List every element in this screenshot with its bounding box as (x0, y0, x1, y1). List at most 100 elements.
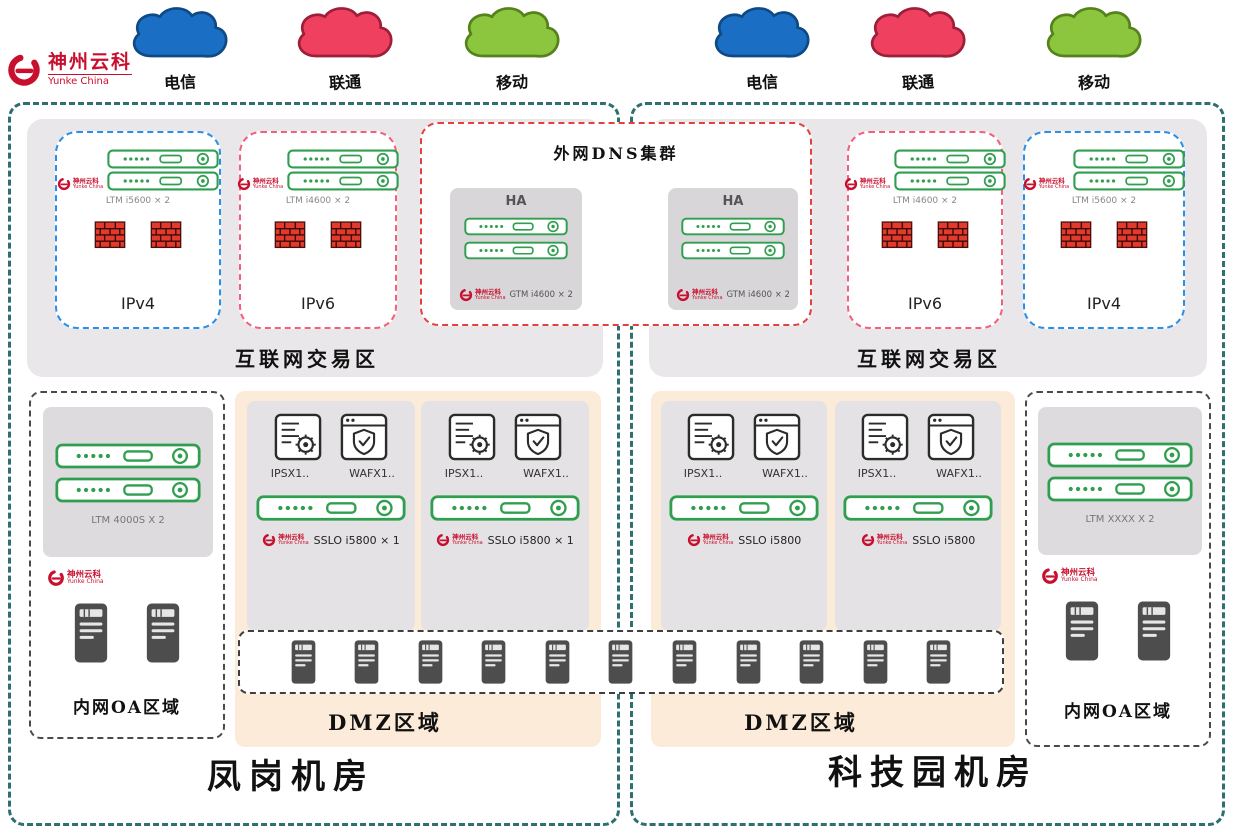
dns-cluster-title: 外网DNS集群 (553, 144, 679, 163)
cloud-icon (122, 4, 238, 66)
gtm-device-label: GTM i4600 × 2 (509, 290, 573, 300)
sslo-appliance-icon (669, 493, 819, 523)
cloud-icon (860, 4, 976, 66)
ltm-panel: LTM 4000S X 2 (43, 407, 213, 557)
sslo-appliance-icon (256, 493, 406, 523)
ips-label: IPSX1.. (683, 467, 723, 480)
site-label-fenggang: 凤岗机房 (207, 757, 375, 797)
server-pair (31, 601, 223, 665)
cloud-mobile-right: 移动 (1032, 4, 1156, 93)
yunke-swirl-icon (687, 533, 701, 547)
ips-icon (687, 413, 735, 461)
server-icon (479, 639, 508, 685)
zone-label: IPv6 (907, 294, 942, 313)
ips-label: IPSX1.. (857, 467, 897, 480)
server-icon (72, 601, 110, 665)
ips-label: IPSX1.. (270, 467, 310, 480)
dmz-zone-label: DMZ区域 (328, 710, 442, 735)
oa-zone-label: 内网OA区域 (1064, 702, 1172, 722)
device-label: LTM i4600 × 2 (285, 196, 351, 206)
firewall-row (94, 220, 182, 249)
cloud-unicom-right: 联通 (856, 4, 980, 93)
gtm-appliance-icon (464, 241, 568, 260)
yunke-swirl-icon (436, 533, 450, 547)
device-label: LTM i4600 × 2 (892, 196, 958, 206)
cloud-label: 移动 (1077, 72, 1111, 93)
security-tiles (448, 413, 562, 461)
cloud-telecom-left: 电信 (118, 4, 242, 93)
cloud-label: 联通 (328, 72, 362, 93)
sslo-appliance-icon (430, 493, 580, 523)
ha-label: HA (722, 194, 744, 209)
server-icon (1135, 599, 1173, 663)
server-farm-strip (238, 630, 1004, 694)
firewall-icon (274, 220, 306, 249)
zone-label: IPv4 (1086, 294, 1121, 313)
yunke-swirl-icon (262, 533, 276, 547)
yunke-swirl-icon (237, 177, 251, 191)
cloud-unicom-left: 联通 (283, 4, 407, 93)
firewall-row (881, 220, 969, 249)
server-icon (606, 639, 635, 685)
appliance-icon (55, 443, 201, 469)
waf-label: WAFX1.. (523, 467, 569, 480)
cloud-label: 电信 (163, 72, 197, 93)
firewall-icon (1116, 220, 1148, 249)
sslo-label: SSLO i5800 (738, 533, 802, 547)
firewall-icon (330, 220, 362, 249)
security-tiles (861, 413, 975, 461)
ltm-panel: LTM XXXX X 2 (1038, 407, 1202, 555)
waf-label: WAFX1.. (349, 467, 395, 480)
firewall-icon (881, 220, 913, 249)
firewall-row (274, 220, 362, 249)
device-label: LTM i5600 × 2 (105, 196, 171, 206)
waf-label: WAFX1.. (936, 467, 982, 480)
sslo-label: SSLO i5800 × 1 (313, 533, 400, 547)
cloud-label: 移动 (495, 72, 529, 93)
appliance-icon (287, 149, 399, 169)
yunke-swirl-icon (1023, 177, 1037, 191)
appliance-icon (1073, 149, 1185, 169)
server-icon (861, 639, 890, 685)
site-label-science-park: 科技园机房 (828, 753, 1038, 793)
appliance-icon (55, 477, 201, 503)
server-icon (1063, 599, 1101, 663)
waf-icon (340, 413, 388, 461)
cloud-mobile-left: 移动 (450, 4, 574, 93)
internet-zone-label: 互联网交易区 (857, 347, 1001, 371)
server-icon (797, 639, 826, 685)
cloud-telecom-right: 电信 (700, 4, 824, 93)
cloud-label: 联通 (901, 72, 935, 93)
cloud-icon (287, 4, 403, 66)
cloud-label: 电信 (745, 72, 779, 93)
yunke-swirl-icon (6, 52, 42, 88)
firewall-icon (94, 220, 126, 249)
firewall-row (1060, 220, 1148, 249)
server-icon (543, 639, 572, 685)
zone-label: IPv6 (300, 294, 335, 313)
appliance-icon (1073, 171, 1185, 191)
sslo-label: SSLO i5800 × 1 (487, 533, 574, 547)
server-icon (734, 639, 763, 685)
server-pair (1027, 599, 1209, 663)
gtm-appliance-icon (464, 217, 568, 236)
appliance-icon (107, 171, 219, 191)
